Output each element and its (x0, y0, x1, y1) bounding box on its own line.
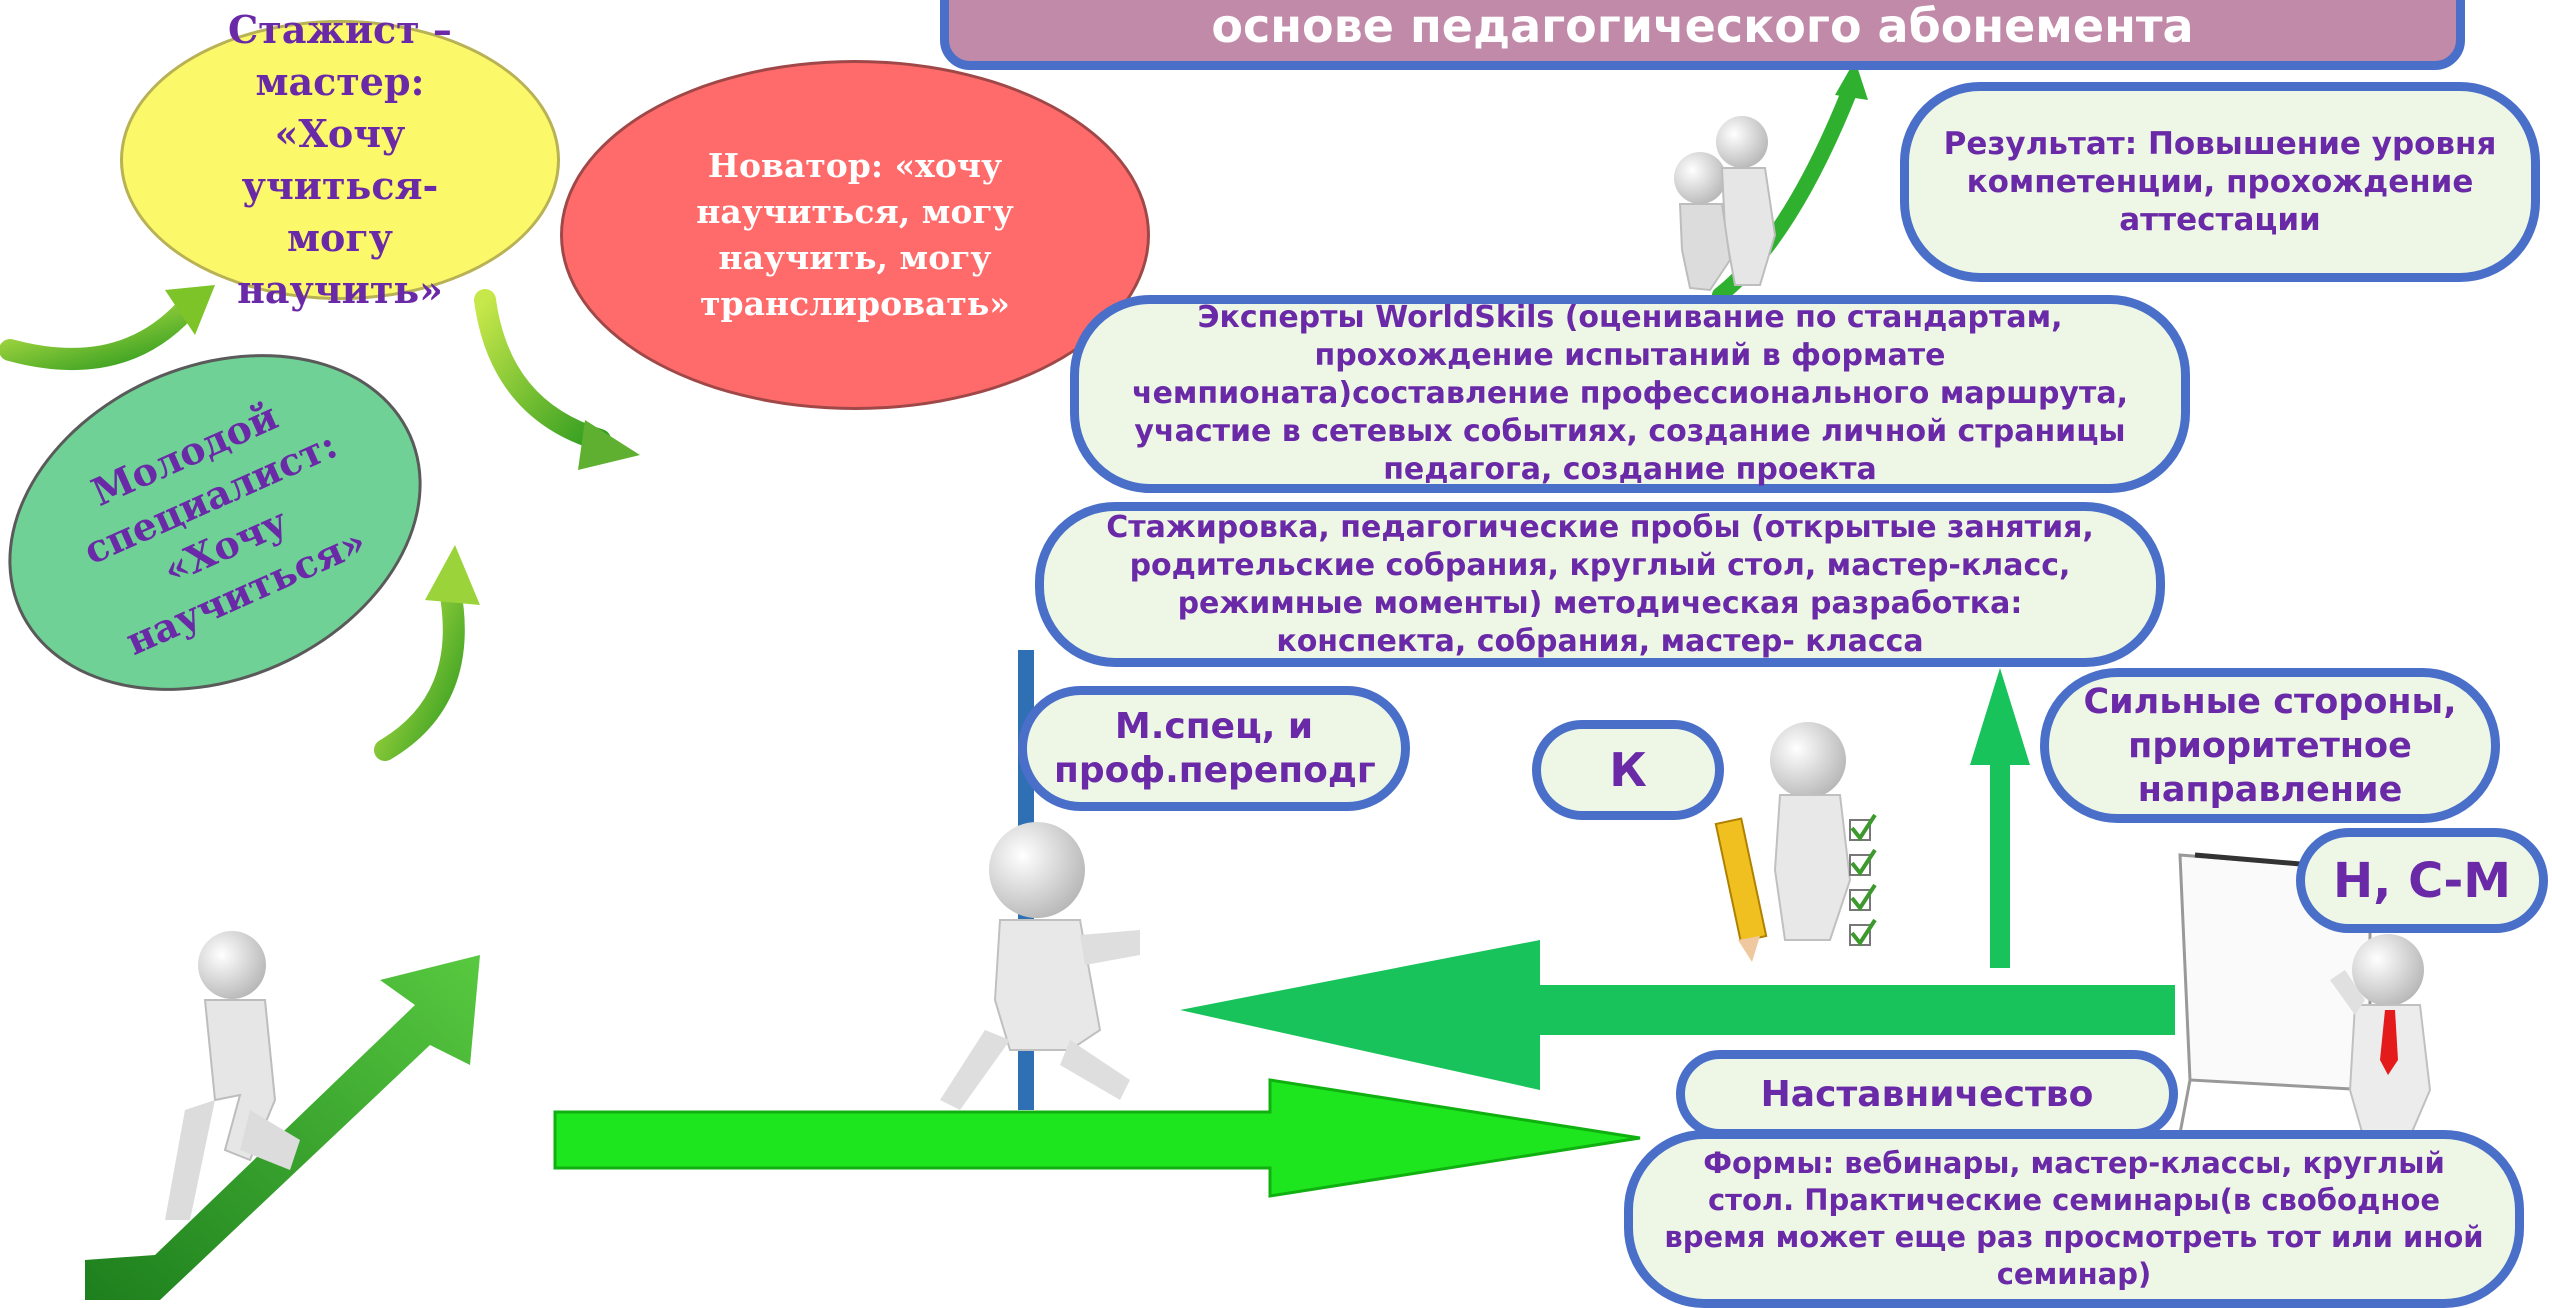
ellipse-innovator-text: Новатор: «хочу научиться, могу научить, … (696, 146, 1014, 323)
box-n-sm-text: Н, С-М (2332, 852, 2512, 909)
cycle-arrow-3-head (425, 545, 480, 605)
box-mentoring-text: Наставничество (1760, 1073, 2094, 1115)
ellipse-intern-master: Стажист – мастер: «Хочу учиться-могу нау… (120, 7, 560, 312)
box-forms-text: Формы: вебинары, мастер-классы, круглый … (1664, 1146, 2484, 1291)
box-strengths: Сильные стороны, приоритетное направлени… (2040, 668, 2500, 823)
box-k: К (1532, 720, 1724, 820)
box-m-spec-text: М.спец, и проф.переподг (1054, 705, 1376, 791)
box-result-text: Результат: Повышение уровня компетенции,… (1943, 126, 2497, 238)
figure-walking (940, 822, 1140, 1110)
arrow-right (553, 1078, 1641, 1198)
stair-arrow (85, 955, 480, 1300)
ellipse-intern-master-text: Стажист – мастер: «Хочу учиться-могу нау… (228, 7, 452, 312)
figure-checklist (1714, 722, 1877, 962)
cycle-arrow-1-head (165, 285, 215, 335)
box-experts: Эксперты WorldSkils (оценивание по станд… (1070, 295, 2190, 493)
box-k-text: К (1609, 743, 1647, 797)
box-internship: Стажировка, педагогические пробы (открыт… (1035, 502, 2165, 667)
box-forms: Формы: вебинары, мастер-классы, круглый … (1624, 1130, 2524, 1308)
page-title: основе педагогического абонемента (1211, 0, 2194, 53)
box-result: Результат: Повышение уровня компетенции,… (1900, 82, 2540, 282)
ellipse-innovator: Новатор: «хочу научиться, могу научить, … (560, 60, 1150, 410)
cycle-arrow-2 (474, 289, 611, 451)
box-m-spec: М.спец, и проф.переподг (1018, 686, 1410, 811)
box-n-sm: Н, С-М (2296, 828, 2548, 933)
figure-pair-climbing (1674, 60, 1868, 303)
cycle-arrow-3 (374, 579, 465, 761)
cycle-arrow-1 (0, 299, 196, 370)
box-mentoring: Наставничество (1676, 1050, 2178, 1138)
box-experts-text: Эксперты WorldSkils (оценивание по станд… (1131, 300, 2129, 487)
title-bar: основе педагогического абонемента (940, 0, 2465, 70)
box-strengths-text: Сильные стороны, приоритетное направлени… (2083, 681, 2457, 810)
figure-climbing (165, 931, 300, 1220)
arrow-up (1970, 668, 2030, 968)
ellipse-young-specialist-text: Молодой специалист: «Хочу научиться» (76, 392, 372, 664)
cycle-arrow-2-head (578, 420, 640, 470)
box-internship-text: Стажировка, педагогические пробы (открыт… (1106, 509, 2094, 659)
arrow-left (1180, 940, 2175, 1090)
